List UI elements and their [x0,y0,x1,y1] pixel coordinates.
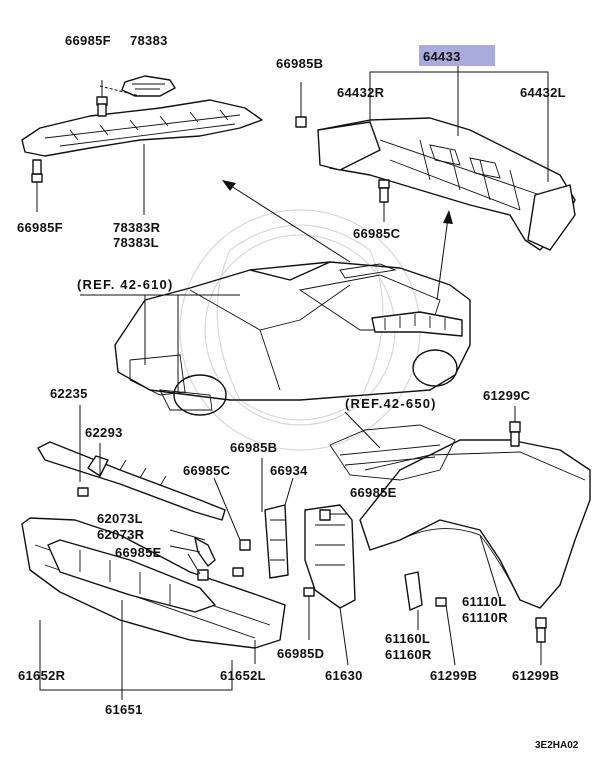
car-body [114,261,471,416]
label-66985B-top[interactable]: 66985B [276,56,323,71]
bolt-66985F-top[interactable] [96,80,108,117]
part-62235-molding[interactable] [37,441,226,521]
label-66985E-right[interactable]: 66985E [350,485,397,500]
arrow-to-cover [222,180,351,263]
bolt-66985B-top[interactable] [295,82,307,128]
label-line: 78383R [113,220,161,235]
bolt-66985F-bottom[interactable] [31,159,43,212]
part-78383-panel[interactable] [99,75,176,97]
bolt-66985D[interactable] [303,587,315,640]
label-line: 61110L [462,594,506,609]
part-64432L-bracket[interactable] [527,184,576,251]
label-62235[interactable]: 62235 [50,386,88,401]
part-61160RL-bracket[interactable] [404,571,423,611]
label-64432R[interactable]: 64432R [337,85,385,100]
part-62073RL-bracket[interactable] [194,537,216,567]
part-64432R-bracket[interactable] [317,121,381,171]
label-62293[interactable]: 62293 [85,425,123,440]
label-line: 61110R [462,610,508,625]
label-ref-42-610[interactable]: (REF. 42-610) [77,277,174,292]
label-61630[interactable]: 61630 [325,668,363,683]
label-ref-42-650[interactable]: (REF.42-650) [345,396,437,411]
part-64433-bracket[interactable] [317,117,576,251]
bolt-62235-clip[interactable] [77,487,89,497]
label-66985B-mid[interactable]: 66985B [230,440,277,455]
label-line: 61160R [385,647,432,662]
label-64433[interactable]: 64433 [423,49,461,64]
label-line: 78383L [113,235,159,250]
bolt-61299B-right[interactable] [535,617,547,643]
arrow-to-bracket [436,210,453,301]
diagram-code: 3E2HA02 [535,740,579,751]
part-78383RL-cover[interactable] [21,99,263,157]
part-inner-liner-ref [329,424,456,481]
bolt-61299C[interactable] [509,406,521,447]
part-62293-strip[interactable] [87,455,167,487]
part-61110RL-fender[interactable] [359,439,591,609]
label-61651[interactable]: 61651 [105,702,143,717]
label-66985E-left[interactable]: 66985E [115,545,162,560]
label-66985F-bottom[interactable]: 66985F [17,220,63,235]
highlight-64433 [419,45,495,66]
bolt-66985E-right[interactable] [319,509,331,521]
bolt-62073-mount[interactable] [232,567,244,577]
label-line: 61160L [385,631,430,646]
label-78383[interactable]: 78383 [130,33,168,48]
label-61652R[interactable]: 61652R [18,668,66,683]
bolt-66985E-left[interactable] [197,569,209,581]
label-61652L[interactable]: 61652L [220,668,266,683]
label-66985F-top[interactable]: 66985F [65,33,111,48]
label-66934[interactable]: 66934 [270,463,308,478]
label-61299B-right[interactable]: 61299B [512,668,559,683]
label-61299C[interactable]: 61299C [483,388,531,403]
bolt-66985C-mid[interactable] [239,539,251,551]
label-line: 62073R [97,527,145,542]
label-61299B-mid[interactable]: 61299B [430,668,477,683]
part-61651-grille[interactable] [47,539,216,613]
label-line: 62073L [97,511,143,526]
bolt-66985C-right[interactable] [378,179,390,222]
part-66934-bracket[interactable] [264,504,289,579]
label-66985D[interactable]: 66985D [277,646,324,661]
bolt-61299B-mid[interactable] [435,597,447,607]
label-66985C-mid[interactable]: 66985C [183,463,231,478]
part-61630-shield[interactable] [304,504,356,609]
label-66985C-right[interactable]: 66985C [353,226,401,241]
label-64432L[interactable]: 64432L [520,85,566,100]
